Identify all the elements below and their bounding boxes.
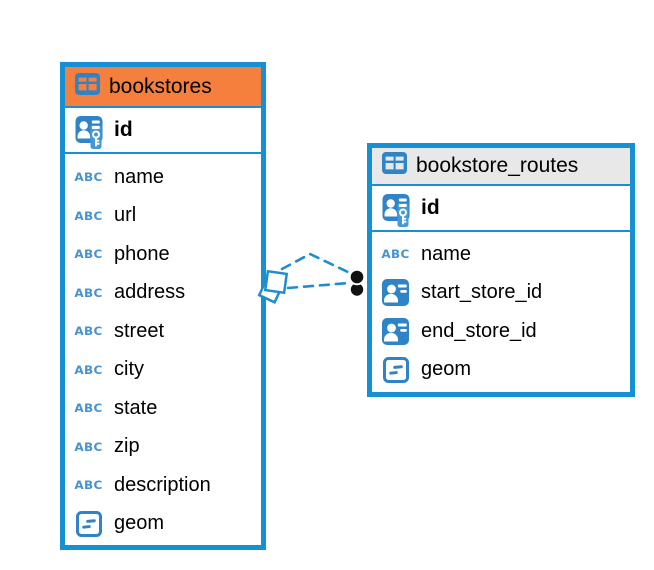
primary-key-icon xyxy=(72,116,105,150)
table-title: bookstores xyxy=(109,74,212,98)
table-icon xyxy=(382,152,407,180)
text-type-icon: ABC xyxy=(74,170,103,184)
column-name: name xyxy=(114,165,165,188)
column-row-description[interactable]: ABC description xyxy=(65,466,261,505)
column-row-state[interactable]: ABC state xyxy=(65,389,261,428)
column-row-geom[interactable]: geom xyxy=(372,351,630,390)
text-type-icon: ABC xyxy=(74,401,103,415)
column-name: geom xyxy=(114,512,165,535)
text-type-icon: ABC xyxy=(381,247,410,261)
column-row-zip[interactable]: ABC zip xyxy=(65,428,261,467)
connector-target-dots[interactable] xyxy=(348,268,366,296)
relationship-line-lower[interactable] xyxy=(286,281,351,290)
column-name: phone xyxy=(114,242,170,265)
column-row-start-store-id[interactable]: start_store_id xyxy=(372,274,630,313)
column-name: city xyxy=(114,358,144,381)
column-name: state xyxy=(114,396,158,419)
column-row-name[interactable]: ABC name xyxy=(65,158,261,197)
column-row-end-store-id[interactable]: end_store_id xyxy=(372,312,630,351)
relationship-lines[interactable] xyxy=(280,252,354,290)
column-name: end_store_id xyxy=(421,319,537,342)
column-row-name[interactable]: ABC name xyxy=(372,235,630,274)
column-name: id xyxy=(114,118,133,141)
relationship-line-upper[interactable] xyxy=(280,252,354,276)
table-header-bookstores[interactable]: bookstores xyxy=(65,67,261,108)
text-type-icon: ABC xyxy=(74,209,103,223)
target-dot-lower xyxy=(350,283,364,296)
table-bookstore-routes[interactable]: bookstore_routes id ABC name xyxy=(367,143,635,397)
geometry-type-icon xyxy=(72,510,105,537)
table-bookstores[interactable]: bookstores id ABC name xyxy=(60,62,266,550)
column-name: start_store_id xyxy=(421,281,543,304)
foreign-key-icon xyxy=(379,279,412,307)
text-type-icon: ABC xyxy=(74,478,103,492)
column-row-address[interactable]: ABC address xyxy=(65,274,261,313)
column-name: street xyxy=(114,319,165,342)
column-row-geom[interactable]: geom xyxy=(65,505,261,544)
column-row-city[interactable]: ABC city xyxy=(65,351,261,390)
column-name: geom xyxy=(421,358,472,381)
target-dot-upper xyxy=(348,268,366,286)
text-type-icon: ABC xyxy=(74,247,103,261)
text-type-icon: ABC xyxy=(74,324,103,338)
text-type-icon: ABC xyxy=(74,363,103,377)
geometry-type-icon xyxy=(379,356,412,383)
column-name: address xyxy=(114,281,186,304)
primary-key-icon xyxy=(379,194,412,228)
text-type-icon: ABC xyxy=(74,286,103,300)
column-list: ABC name start_store_id xyxy=(372,232,630,391)
column-row-street[interactable]: ABC street xyxy=(65,312,261,351)
column-name: url xyxy=(114,204,137,227)
column-row-phone[interactable]: ABC phone xyxy=(65,235,261,274)
table-header-bookstore-routes[interactable]: bookstore_routes xyxy=(372,148,630,186)
column-name: zip xyxy=(114,435,140,458)
handle-square-front xyxy=(263,269,289,295)
column-name: id xyxy=(421,196,440,219)
column-list: ABC name ABC url ABC phone ABC address A… xyxy=(65,154,261,545)
column-name: name xyxy=(421,242,472,265)
column-name: description xyxy=(114,473,211,496)
column-row-id[interactable]: id xyxy=(372,186,630,232)
table-icon xyxy=(75,72,100,101)
text-type-icon: ABC xyxy=(74,440,103,454)
column-row-id[interactable]: id xyxy=(65,108,261,154)
table-title: bookstore_routes xyxy=(416,154,579,177)
foreign-key-icon xyxy=(379,317,412,345)
column-row-url[interactable]: ABC url xyxy=(65,197,261,236)
